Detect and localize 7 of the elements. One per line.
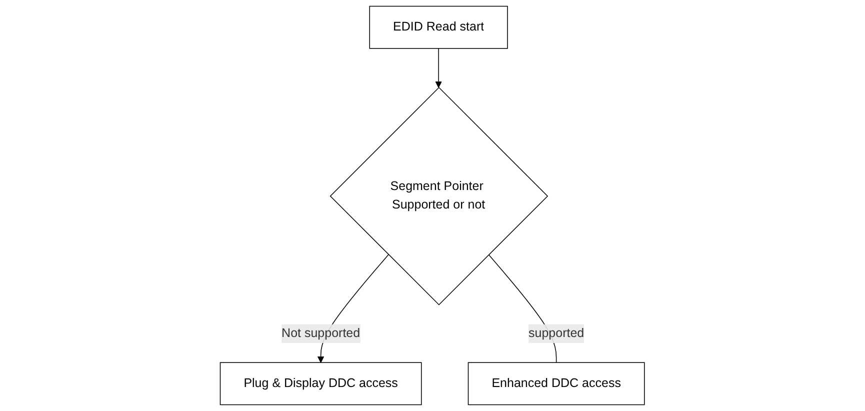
node-diamond: Segment Pointer Supported or not (330, 86, 548, 306)
node-box: Plug & Display DDC access (220, 362, 422, 406)
node-box: EDID Read start (369, 6, 508, 49)
node-box: Enhanced DDC access (468, 362, 645, 406)
edge-label: supported (528, 326, 584, 340)
edge-label: Not supported (282, 326, 360, 340)
arrow (435, 48, 442, 88)
